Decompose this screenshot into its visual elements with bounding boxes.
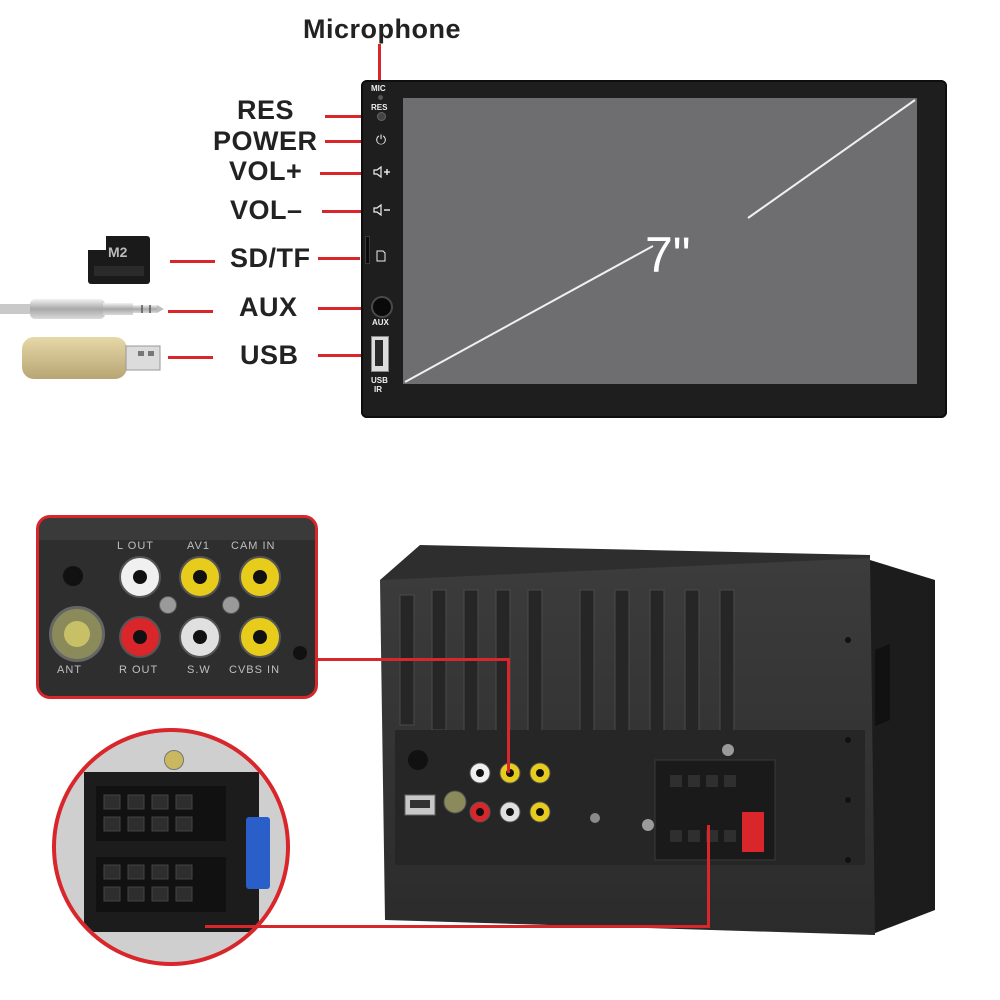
iso-zoom-pointer-v — [707, 825, 710, 928]
small-hole — [293, 646, 307, 660]
aux-jack[interactable] — [371, 296, 393, 318]
ir-panel-label: IR — [374, 385, 382, 394]
rca-zoom-panel: L OUT AV1 CAM IN ANT R OUT S.W CVBS IN — [36, 515, 318, 699]
speaker-minus-icon — [373, 203, 390, 217]
screen-size-label: 7" — [645, 227, 691, 283]
usb-stick-pointer — [168, 356, 213, 359]
head-unit-front: 7" MIC RES ⏻ AUX USB IR — [361, 80, 947, 418]
rca-zoom-pointer-v — [507, 658, 510, 773]
aux-cable-image — [0, 299, 164, 319]
aux-panel-label: AUX — [372, 318, 389, 327]
aux-jack-pointer — [318, 307, 363, 310]
av1-label: AV1 — [187, 540, 210, 552]
antenna-jack[interactable] — [49, 606, 105, 662]
usb-port[interactable] — [371, 336, 389, 372]
r-out-jack[interactable] — [119, 616, 161, 658]
aux-cable-pointer — [168, 310, 213, 313]
vol-up-pointer — [320, 172, 372, 175]
microphone-hole — [378, 95, 383, 100]
microphone-label: Microphone — [303, 14, 461, 44]
vol-down-pointer — [322, 210, 372, 213]
sd-card-slot[interactable] — [365, 236, 370, 264]
power-button[interactable]: ⏻ — [373, 132, 389, 148]
av1-jack[interactable] — [179, 556, 221, 598]
sd-card-pointer — [170, 260, 215, 263]
power-icon: ⏻ — [375, 132, 387, 147]
power-label: POWER — [213, 126, 318, 156]
usb-panel-label: USB — [371, 376, 388, 385]
sw-jack[interactable] — [179, 616, 221, 658]
power-pointer — [325, 140, 370, 143]
microphone-pointer — [378, 44, 381, 88]
cam-in-label: CAM IN — [231, 540, 276, 552]
vol-up-label: VOL+ — [229, 156, 303, 186]
mic-panel-label: MIC — [371, 84, 386, 93]
res-panel-label: RES — [371, 103, 388, 112]
sd-card-image: M2 — [88, 236, 150, 284]
res-pointer — [325, 115, 370, 118]
sd-card-logo: M2 — [108, 244, 128, 260]
iso-zoom-pointer-h — [205, 925, 710, 928]
vol-up-button[interactable] — [372, 165, 392, 179]
sd-tf-label: SD/TF — [230, 243, 311, 273]
display-screen[interactable]: 7" — [403, 98, 917, 384]
vol-down-button[interactable] — [372, 203, 392, 217]
cvbs-in-label: CVBS IN — [229, 664, 281, 676]
screw — [159, 596, 177, 614]
l-out-jack[interactable] — [119, 556, 161, 598]
iso-connector-zoom — [52, 728, 290, 966]
res-label: RES — [237, 95, 295, 125]
l-out-label: L OUT — [117, 540, 154, 552]
speaker-plus-icon — [373, 165, 390, 179]
r-out-label: R OUT — [119, 664, 159, 676]
cam-in-jack[interactable] — [239, 556, 281, 598]
head-unit-rear — [380, 545, 935, 935]
mic-hole — [63, 566, 83, 586]
ant-label: ANT — [57, 664, 82, 676]
usb-port-pointer — [318, 354, 366, 357]
usb-label: USB — [240, 340, 299, 370]
cvbs-in-jack[interactable] — [239, 616, 281, 658]
sw-label: S.W — [187, 664, 211, 676]
screw — [164, 750, 184, 770]
screw — [222, 596, 240, 614]
aux-label: AUX — [239, 292, 298, 322]
usb-stick-image — [22, 337, 161, 379]
sd-slot-pointer — [318, 257, 360, 260]
rca-zoom-pointer-h — [285, 658, 510, 661]
sd-card-icon — [376, 250, 386, 262]
reset-button[interactable] — [377, 112, 386, 121]
vol-down-label: VOL– — [230, 195, 303, 225]
fuse — [246, 817, 270, 889]
